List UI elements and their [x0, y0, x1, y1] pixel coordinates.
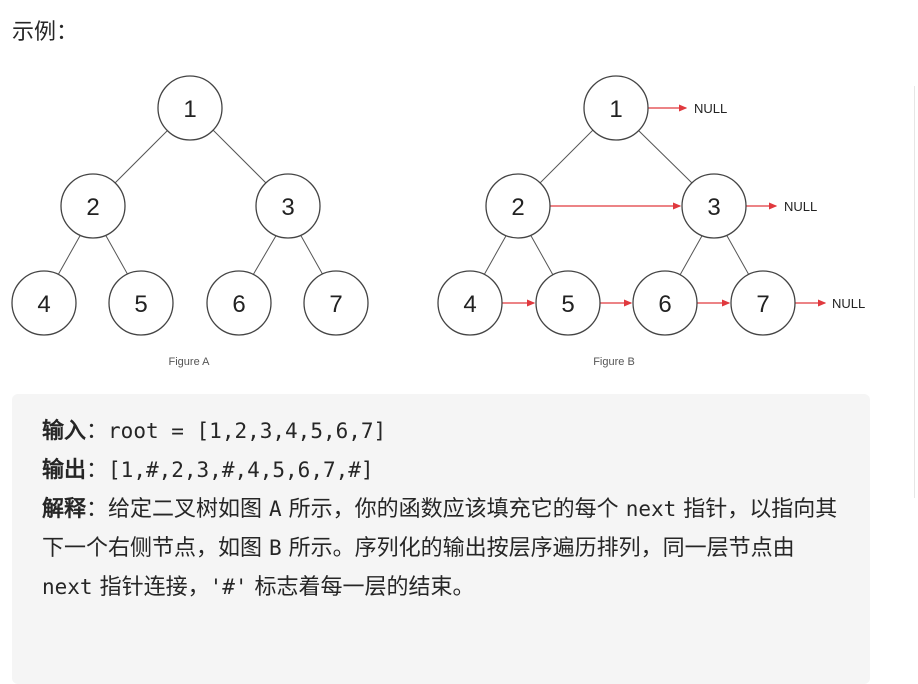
- explain-text: 给定二叉树如图: [108, 497, 270, 522]
- output-line: 输出：[1,#,2,3,#,4,5,6,7,#]: [42, 451, 842, 490]
- edge-1-2: [539, 129, 594, 184]
- input-label: 输入: [42, 419, 87, 444]
- input-colon: ：: [86, 419, 109, 444]
- tree-node: 7: [730, 270, 796, 336]
- figure-a: 1 2 3 4 5 6 7 Figure A: [11, 75, 369, 368]
- tree-node: 1: [157, 75, 223, 141]
- svg-text:3: 3: [707, 194, 720, 221]
- output-label: 输出: [42, 458, 87, 483]
- explanation: 解释：给定二叉树如图 A 所示，你的函数应该填充它的每个 next 指针，以指向…: [42, 490, 842, 607]
- null-label: NULL: [784, 199, 817, 214]
- svg-text:7: 7: [756, 291, 769, 318]
- svg-text:6: 6: [232, 291, 245, 318]
- svg-text:7: 7: [329, 291, 342, 318]
- svg-text:5: 5: [561, 291, 574, 318]
- scroll-divider: [914, 86, 915, 498]
- tree-node: 4: [437, 270, 503, 336]
- explain-code: '#': [209, 575, 248, 599]
- explain-text: 所示。序列化的输出按层序遍历排列，同一层节点由: [281, 536, 795, 561]
- explain-text: 标志着每一层的结束。: [247, 575, 475, 600]
- edge-1-2: [114, 129, 169, 184]
- tree-node: 7: [303, 270, 369, 336]
- explain-text: 指针，以指向其下一个右侧节点，如图: [42, 497, 838, 561]
- figure-a-caption: Figure A: [169, 356, 211, 368]
- edge-1-3: [637, 129, 693, 184]
- svg-text:4: 4: [463, 291, 476, 318]
- edge-2-5: [529, 233, 554, 276]
- svg-text:2: 2: [86, 194, 99, 221]
- svg-text:3: 3: [281, 194, 294, 221]
- svg-text:4: 4: [37, 291, 50, 318]
- explain-code: B: [269, 536, 282, 560]
- tree-node: 2: [485, 173, 551, 239]
- tree-node: 6: [206, 270, 272, 336]
- explain-text: 指针连接，: [92, 575, 210, 600]
- tree-figures: 1 2 3 4 5 6 7 Figure A: [11, 75, 865, 368]
- null-label: NULL: [832, 296, 865, 311]
- input-value: root = [1,2,3,4,5,6,7]: [108, 419, 387, 443]
- svg-text:2: 2: [511, 194, 524, 221]
- tree-node: 5: [535, 270, 601, 336]
- explain-code: next: [42, 575, 93, 599]
- svg-text:1: 1: [183, 96, 196, 123]
- input-line: 输入：root = [1,2,3,4,5,6,7]: [42, 412, 842, 451]
- output-colon: ：: [86, 458, 109, 483]
- svg-text:1: 1: [609, 96, 622, 123]
- tree-node: 5: [108, 270, 174, 336]
- edge-2-5: [104, 233, 129, 276]
- figure-b-caption: Figure B: [593, 356, 635, 368]
- edge-3-6: [679, 233, 704, 276]
- example-content: 输入：root = [1,2,3,4,5,6,7] 输出：[1,#,2,3,#,…: [42, 412, 842, 607]
- explain-label: 解释: [42, 497, 87, 522]
- svg-text:5: 5: [134, 291, 147, 318]
- null-label: NULL: [694, 101, 727, 116]
- example-block: 输入：root = [1,2,3,4,5,6,7] 输出：[1,#,2,3,#,…: [12, 394, 870, 684]
- tree-node: 2: [60, 173, 126, 239]
- svg-text:6: 6: [658, 291, 671, 318]
- tree-node: 6: [632, 270, 698, 336]
- edge-1-3: [212, 129, 267, 184]
- explain-colon: ：: [86, 497, 109, 522]
- explain-code: next: [625, 497, 677, 521]
- explain-code: A: [269, 497, 282, 521]
- figure-b: 1 2 3 4 5 6 7 NULL NULL NULL Figure B: [437, 75, 865, 368]
- tree-node: 1: [583, 75, 649, 141]
- tree-node: 3: [681, 173, 747, 239]
- edge-3-7: [725, 233, 750, 276]
- example-heading: 示例：: [12, 20, 79, 45]
- edge-2-4: [483, 233, 508, 276]
- edge-2-4: [57, 233, 82, 276]
- explain-text: 所示，你的函数应该填充它的每个: [281, 497, 626, 522]
- output-value: [1,#,2,3,#,4,5,6,7,#]: [108, 458, 374, 482]
- tree-node: 3: [255, 173, 321, 239]
- edge-3-6: [252, 233, 278, 276]
- tree-node: 4: [11, 270, 77, 336]
- edge-3-7: [299, 233, 324, 276]
